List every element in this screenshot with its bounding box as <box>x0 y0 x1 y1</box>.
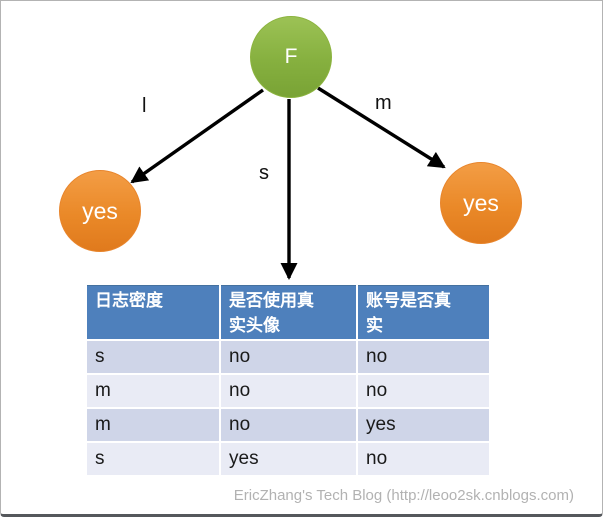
table-cell: no <box>358 375 489 407</box>
tree-leaf-right-label: yes <box>463 189 499 216</box>
data-table: 日志密度 是否使用真 实头像 账号是否真 实 s no no m no no m… <box>87 285 489 475</box>
table-cell: s <box>87 443 219 475</box>
tree-root-node: F <box>250 16 332 98</box>
table-cell: yes <box>221 443 356 475</box>
table-header-real-account: 账号是否真 实 <box>358 285 489 339</box>
edge-label-l: l <box>142 95 147 117</box>
table-header-real-avatar: 是否使用真 实头像 <box>221 285 356 339</box>
tree-root-label: F <box>284 45 298 68</box>
table-cell: m <box>87 409 219 441</box>
table-cell: no <box>221 409 356 441</box>
edge-label-s: s <box>259 162 269 184</box>
table-cell: no <box>221 341 356 373</box>
table-cell: no <box>358 443 489 475</box>
tree-leaf-left-label: yes <box>82 197 118 224</box>
table-cell: m <box>87 375 219 407</box>
table-cell: yes <box>358 409 489 441</box>
table-cell: s <box>87 341 219 373</box>
table-cell: no <box>221 375 356 407</box>
tree-leaf-node-right: yes <box>440 162 522 244</box>
blog-watermark: EricZhang's Tech Blog (http://leoo2sk.cn… <box>233 487 574 504</box>
edge-line-l <box>130 88 264 184</box>
tree-leaf-node-left: yes <box>59 170 141 252</box>
table-cell: no <box>358 341 489 373</box>
table-header-log-density: 日志密度 <box>87 285 219 339</box>
edge-label-m: m <box>375 92 392 114</box>
